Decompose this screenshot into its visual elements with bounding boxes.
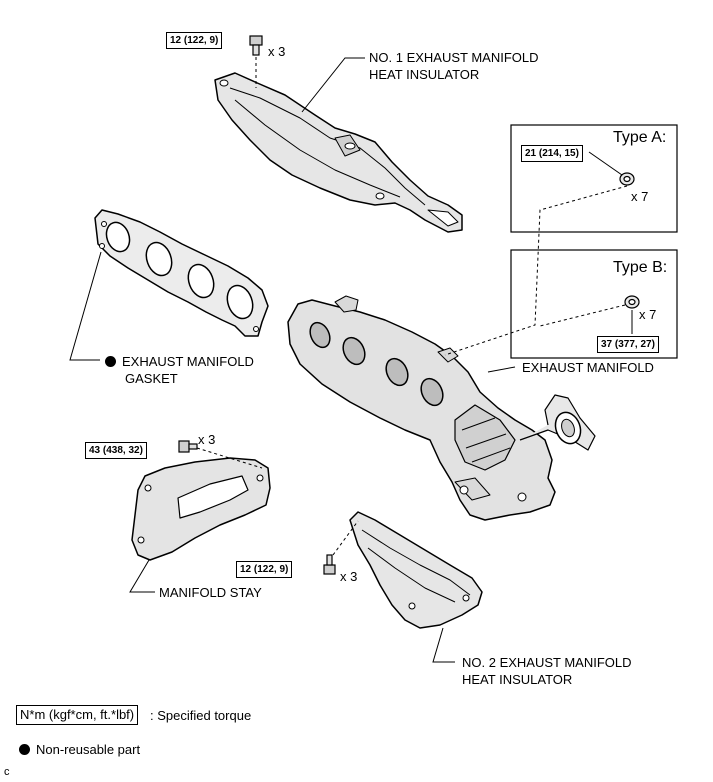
torque-type-b-nut: 37 (377, 27)	[597, 336, 659, 353]
nonreusable-dot-icon	[19, 744, 30, 756]
legend-torque-box: N*m (kgf*cm, ft.*lbf)	[16, 705, 139, 725]
torque-insulator2-bolt: 12 (122, 9)	[236, 561, 293, 578]
qty-insulator2-bolts: x 3	[340, 569, 358, 584]
torque-type-a-nut: 21 (214, 15)	[521, 145, 583, 162]
label-no1-line1: NO. 1 EXHAUST MANIFOLD	[369, 50, 539, 65]
torque-stay-bolt: 43 (438, 32)	[85, 442, 147, 459]
leader-lines	[69, 57, 633, 663]
label-gasket-line1: EXHAUST MANIFOLD	[105, 353, 254, 370]
stay-bolt-icon	[178, 440, 198, 453]
legend-nonreusable: Non-reusable part	[19, 741, 140, 758]
insulator2-bolt-icon	[323, 554, 336, 575]
exhaust-manifold-drawing	[287, 295, 596, 521]
label-gasket-line2: GASKET	[125, 371, 178, 386]
type-a-box	[510, 124, 678, 233]
label-no1-heat-insulator: NO. 1 EXHAUST MANIFOLD HEAT INSULATOR	[369, 49, 539, 83]
type-a-heading: Type A:	[613, 129, 667, 146]
qty-insulator1-bolts: x 3	[268, 44, 286, 59]
qty-type-b-nuts: x 7	[639, 307, 657, 322]
torque-insulator1-bolt: 12 (122, 9)	[166, 32, 223, 49]
gasket-drawing	[94, 209, 269, 337]
label-no1-line2: HEAT INSULATOR	[369, 67, 480, 82]
manifold-stay-drawing	[131, 457, 271, 561]
bolt-icon	[249, 35, 263, 56]
label-exhaust-manifold: EXHAUST MANIFOLD	[522, 360, 654, 375]
type-b-box	[510, 249, 678, 359]
label-gasket: EXHAUST MANIFOLD GASKET	[105, 353, 254, 387]
qty-stay-bolts: x 3	[198, 432, 216, 447]
no1-heat-insulator-drawing	[214, 72, 463, 233]
figure-code: c	[4, 766, 10, 778]
label-no2-line2: HEAT INSULATOR	[462, 672, 573, 687]
nut-type-b-icon	[624, 295, 640, 309]
legend-torque-desc: : Specified torque	[150, 708, 252, 723]
nut-type-a-icon	[619, 172, 635, 186]
nonreusable-dot-icon	[105, 356, 116, 368]
label-no2-line1: NO. 2 EXHAUST MANIFOLD	[462, 655, 632, 670]
type-b-heading: Type B:	[613, 259, 668, 276]
qty-type-a-nuts: x 7	[631, 189, 649, 204]
no2-heat-insulator-drawing	[349, 511, 483, 629]
label-no2-heat-insulator: NO. 2 EXHAUST MANIFOLD HEAT INSULATOR	[462, 654, 632, 688]
label-manifold-stay: MANIFOLD STAY	[159, 585, 262, 600]
